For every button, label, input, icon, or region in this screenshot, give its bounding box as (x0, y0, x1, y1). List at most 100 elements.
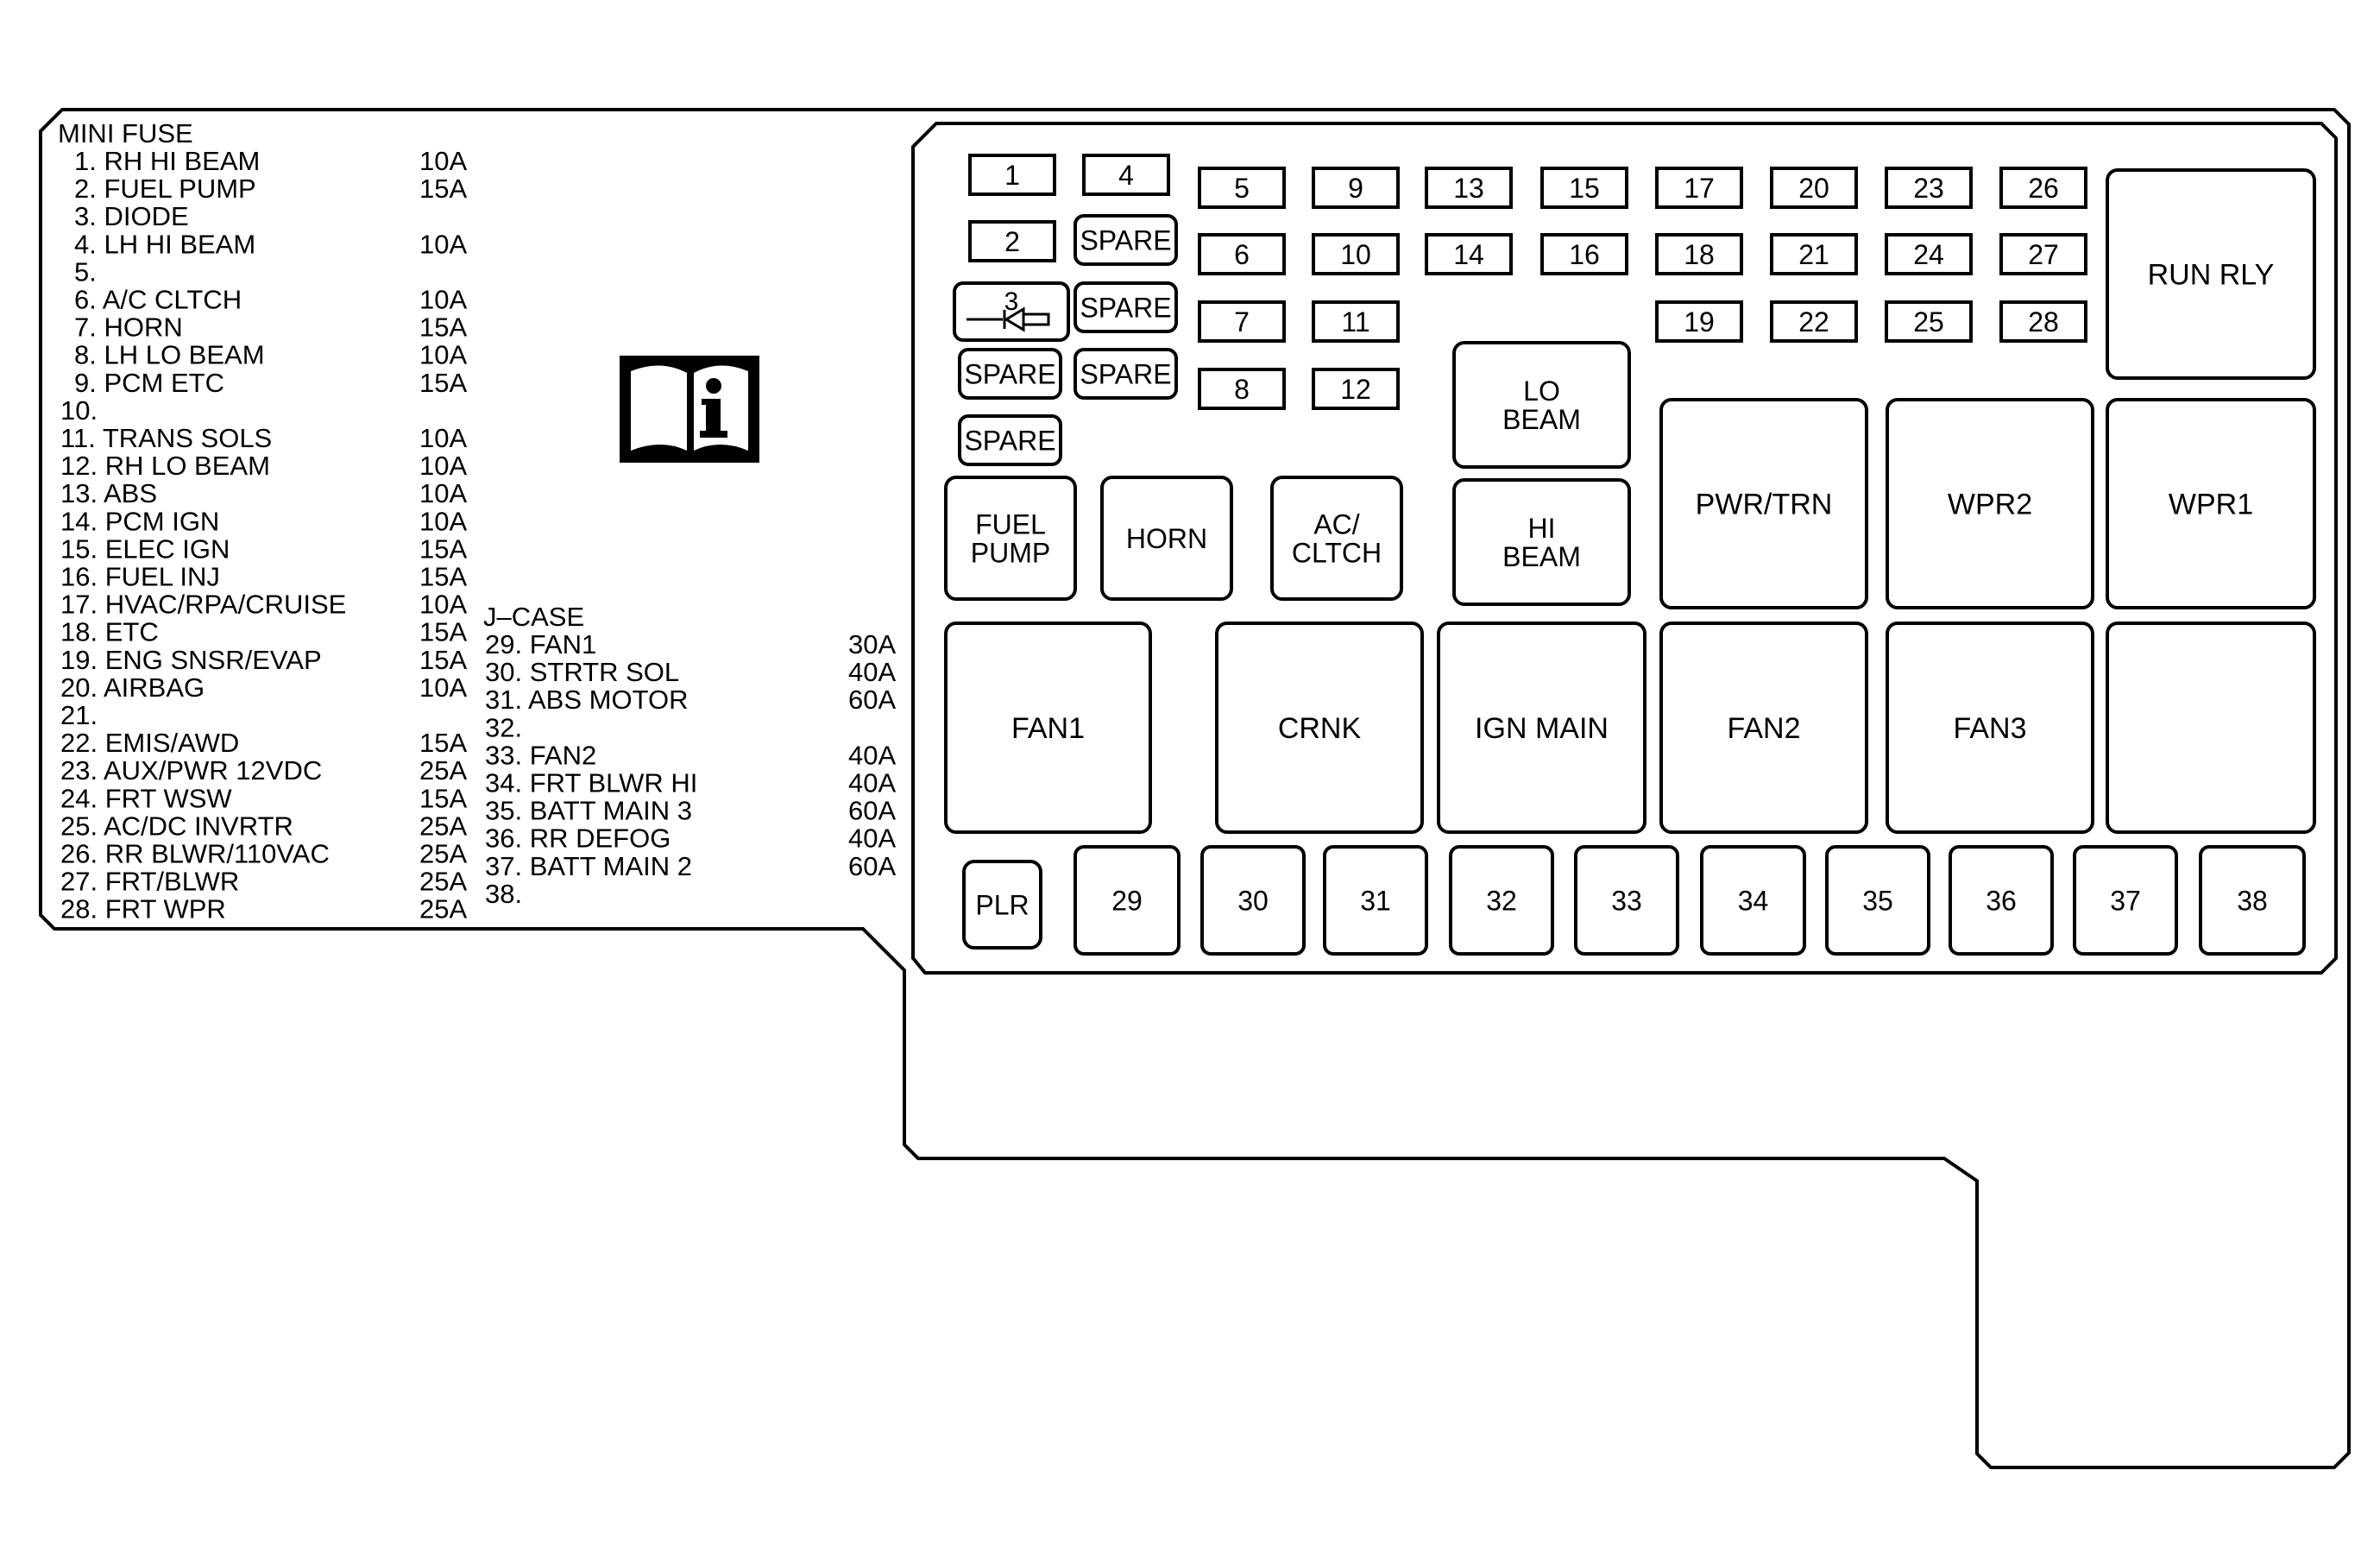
mini-fuse-2: 2 (968, 220, 1056, 262)
mini-fuse-amp: 10A (419, 672, 467, 703)
j-case-item: 36. RR DEFOG (485, 824, 671, 854)
fuse-label: 2 (1004, 226, 1020, 257)
fuse-label: FAN2 (1727, 712, 1800, 745)
mini-fuse-item: 9. PCM ETC (74, 368, 224, 398)
fuse-label: RUN RLY (2148, 259, 2275, 292)
fuse-label: 30 (1237, 886, 1269, 917)
mini-fuse-15: 15 (1540, 167, 1628, 209)
fuse-label: 23 (1913, 173, 1944, 204)
fuse-label: 18 (1684, 239, 1715, 270)
fuse-label: SPARE (964, 359, 1055, 390)
mini-fuse-amp: 15A (419, 533, 467, 564)
mini-fuse-title: MINI FUSE (58, 118, 193, 148)
j-case-amp: 40A (848, 824, 896, 854)
mini-fuse-item: 21. (60, 700, 98, 730)
mini-fuse-amp: 10A (419, 285, 467, 315)
mini-fuse-item: 26. RR BLWR/110VAC (60, 839, 330, 869)
fuse-block-outline (911, 122, 2338, 975)
fuse-label: 19 (1684, 306, 1715, 338)
wpr2-relay: WPR2 (1886, 398, 2094, 609)
mini-fuse-item: 4. LH HI BEAM (74, 229, 255, 259)
fuse-label: LO (1523, 375, 1560, 407)
mini-fuse-item: 8. LH LO BEAM (74, 340, 265, 370)
diode-label: 3 (1004, 287, 1019, 316)
mini-fuse-item: 3. DIODE (74, 201, 189, 231)
mini-fuse-amp: 25A (419, 894, 467, 924)
fuse-label: 24 (1913, 239, 1944, 270)
mini-fuse-item: 1. RH HI BEAM (74, 146, 260, 176)
j-case-amp: 60A (848, 685, 896, 715)
mini-fuse-item: 6. A/C CLTCH (74, 285, 242, 315)
j-case-fuse-36: 36 (1949, 845, 2054, 956)
mini-fuse-19: 19 (1655, 300, 1743, 343)
fuse-label: 13 (1453, 173, 1484, 204)
fuse-label: 33 (1611, 886, 1642, 917)
mini-fuse-13: 13 (1425, 167, 1513, 209)
fuse-label: WPR1 (2169, 489, 2253, 521)
fuse-label: 37 (2110, 886, 2141, 917)
j-case-title: J–CASE (483, 602, 584, 632)
spare-fuse: SPARE (1074, 348, 1178, 400)
pwr-trn-relay: PWR/TRN (1659, 398, 1868, 609)
mini-fuse-item: 23. AUX/PWR 12VDC (60, 755, 322, 786)
mini-fuse-amp: 15A (419, 728, 467, 758)
j-case-fuse-33: 33 (1574, 845, 1679, 956)
mini-fuse-5: 5 (1198, 167, 1286, 209)
spare-fuse: SPARE (1074, 214, 1178, 266)
j-case-amp: 60A (848, 796, 896, 826)
mini-fuse-legend: MINI FUSE 1. RH HI BEAM 10A 2. FUEL PUMP 15… (58, 118, 467, 924)
mini-fuse-16: 16 (1540, 233, 1628, 275)
mini-fuse-amp: 25A (419, 811, 467, 841)
fuse-label: SPARE (964, 426, 1055, 457)
fuse-label: 11 (1341, 306, 1369, 338)
mini-fuse-11: 11 (1312, 300, 1400, 343)
mini-fuse-amp: 10A (419, 423, 467, 453)
fuse-label: 16 (1569, 239, 1600, 270)
mini-fuse-1: 1 (968, 154, 1056, 196)
fuse-label: 20 (1798, 173, 1829, 204)
mini-fuse-amp: 10A (419, 146, 467, 176)
mini-fuse-item: 27. FRT/BLWR (60, 867, 239, 897)
mini-fuse-17: 17 (1655, 167, 1743, 209)
fuse-label: IGN MAIN (1475, 712, 1609, 745)
mini-fuse-amp: 10A (419, 451, 467, 481)
mini-fuse-6: 6 (1198, 233, 1286, 275)
j-case-item: 37. BATT MAIN 2 (485, 851, 692, 881)
fuse-label: PLR (975, 890, 1029, 921)
mini-fuse-item: 17. HVAC/RPA/CRUISE (60, 590, 346, 620)
j-case-item: 30. STRTR SOL (485, 657, 679, 687)
ign-main-relay: IGN MAIN (1437, 622, 1646, 834)
mini-fuse-item: 12. RH LO BEAM (60, 451, 270, 481)
mini-fuse-item: 5. (74, 256, 97, 287)
fuse-label: 9 (1348, 173, 1363, 204)
fuse-label: 29 (1111, 886, 1143, 917)
mini-fuse-item: 2. FUEL PUMP (74, 174, 256, 204)
j-case-fuse-31: 31 (1323, 845, 1428, 956)
mini-fuse-item: 25. AC/DC INVRTR (60, 811, 293, 841)
mini-fuse-amp: 10A (419, 478, 467, 508)
fuse-label: 1 (1004, 160, 1020, 191)
fuse-label: 36 (1986, 886, 2017, 917)
fuse-label: 15 (1569, 173, 1600, 204)
fuse-label: 22 (1798, 306, 1829, 338)
mini-fuse-12: 12 (1312, 368, 1400, 410)
fuse-label: 38 (2237, 886, 2268, 917)
mini-fuse-item: 15. ELEC IGN (60, 533, 230, 564)
mini-fuse-24: 24 (1885, 233, 1973, 275)
fuse-label: SPARE (1080, 293, 1171, 324)
mini-fuse-item: 11. TRANS SOLS (60, 423, 272, 453)
mini-fuse-amp: 15A (419, 368, 467, 398)
fuse-label: WPR2 (1948, 489, 2032, 521)
mini-fuse-item: 28. FRT WPR (60, 894, 226, 924)
owners-manual-info-icon (620, 356, 759, 463)
fuse-label: 12 (1340, 374, 1371, 405)
spare-fuse: SPARE (958, 414, 1062, 466)
mini-fuse-item: 13. ABS (60, 478, 157, 508)
mini-fuse-item: 10. (60, 395, 98, 426)
mini-fuse-item: 16. FUEL INJ (60, 562, 220, 592)
j-case-item: 34. FRT BLWR HI (485, 768, 697, 798)
mini-fuse-item: 19. ENG SNSR/EVAP (60, 645, 322, 675)
fuse-label: SPARE (1080, 225, 1171, 256)
fuse-label: 26 (2028, 173, 2059, 204)
